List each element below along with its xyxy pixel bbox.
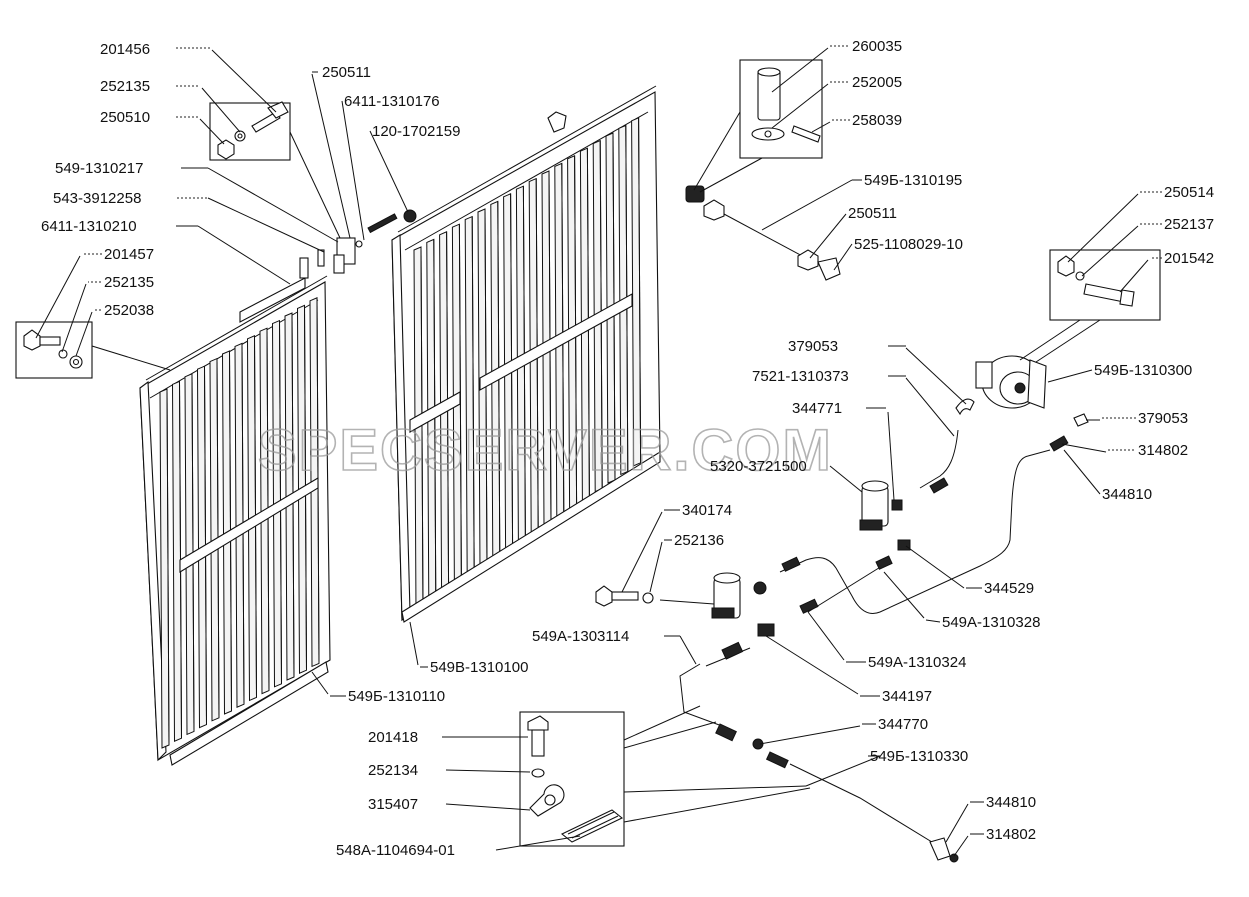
- label-258039: 258039: [852, 112, 902, 129]
- label-252038: 252038: [104, 302, 154, 319]
- label-250511-right: 250511: [848, 205, 897, 222]
- label-340174: 340174: [682, 502, 732, 519]
- label-201542: 201542: [1164, 250, 1214, 267]
- label-525-1108029-10: 525-1108029-10: [854, 236, 963, 253]
- label-549A-1310324: 549А-1310324: [868, 654, 966, 671]
- label-314802-bottom: 314802: [986, 826, 1036, 843]
- label-250511-top: 250511: [322, 64, 371, 81]
- label-315407: 315407: [368, 796, 418, 813]
- label-549B-1310195: 549Б-1310195: [864, 172, 962, 189]
- label-201418: 201418: [368, 729, 418, 746]
- rod-assembly-549B-1310195: [685, 185, 841, 281]
- label-549B-1310110: 549Б-1310110: [348, 688, 445, 705]
- label-344810-top: 344810: [1102, 486, 1152, 503]
- label-260035: 260035: [852, 38, 902, 55]
- label-250510: 250510: [100, 109, 150, 126]
- right-shutter-frame: [391, 85, 661, 623]
- pneumatic-cylinder-549B-1310300: [975, 355, 1047, 409]
- valve-340174: [711, 572, 741, 619]
- leader-lines: [35, 45, 1162, 857]
- left-shutter-frame: [139, 257, 331, 766]
- bolt-box-left: [15, 321, 93, 379]
- label-252136: 252136: [674, 532, 724, 549]
- elbow-379053-top: [955, 398, 975, 416]
- label-344771: 344771: [792, 400, 842, 417]
- bolt-box-right: [1049, 249, 1161, 321]
- label-252137: 252137: [1164, 216, 1214, 233]
- label-120-1702159: 120-1702159: [372, 123, 460, 140]
- label-344529: 344529: [984, 580, 1034, 597]
- label-549B-1310330: 549Б-1310330: [870, 748, 968, 765]
- label-549-1310217: 549-1310217: [55, 160, 143, 177]
- valve-5320-3721500: [859, 480, 889, 531]
- label-379053-top: 379053: [788, 338, 838, 355]
- label-5320-3721500: 5320-3721500: [710, 458, 807, 475]
- label-314802-top: 314802: [1138, 442, 1188, 459]
- hinge-bracket-parts: [317, 209, 417, 274]
- part-labels: 201456 252135 250510 250511 6411-1310176…: [41, 38, 1214, 859]
- label-549A-1303114: 549А-1303114: [532, 628, 629, 645]
- label-252135-top: 252135: [100, 78, 150, 95]
- label-344770: 344770: [878, 716, 928, 733]
- label-252135-left: 252135: [104, 274, 154, 291]
- label-6411-1310176: 6411-1310176: [344, 93, 440, 110]
- label-250514: 250514: [1164, 184, 1214, 201]
- label-201456: 201456: [100, 41, 150, 58]
- label-379053-right: 379053: [1138, 410, 1188, 427]
- label-548A-1104694-01: 548А-1104694-01: [336, 842, 455, 859]
- label-344810-bottom: 344810: [986, 794, 1036, 811]
- label-549V-1310100: 549В-1310100: [430, 659, 528, 676]
- label-252005: 252005: [852, 74, 902, 91]
- pin-box: [739, 59, 823, 159]
- label-201457: 201457: [104, 246, 154, 263]
- label-252134: 252134: [368, 762, 418, 779]
- label-549A-1310328: 549А-1310328: [942, 614, 1040, 631]
- label-7521-1310373: 7521-1310373: [752, 368, 849, 385]
- elbow-379053-right: [1073, 413, 1089, 427]
- label-549B-1310300: 549Б-1310300: [1094, 362, 1192, 379]
- label-6411-1310210: 6411-1310210: [41, 218, 137, 235]
- watermark-text: SPECSERVER.COM: [258, 418, 833, 483]
- label-344197: 344197: [882, 688, 932, 705]
- bolt-252136: [595, 585, 654, 607]
- pipes: [679, 429, 1069, 863]
- label-543-3912258: 543-3912258: [53, 190, 141, 207]
- clamp-box: [519, 711, 625, 847]
